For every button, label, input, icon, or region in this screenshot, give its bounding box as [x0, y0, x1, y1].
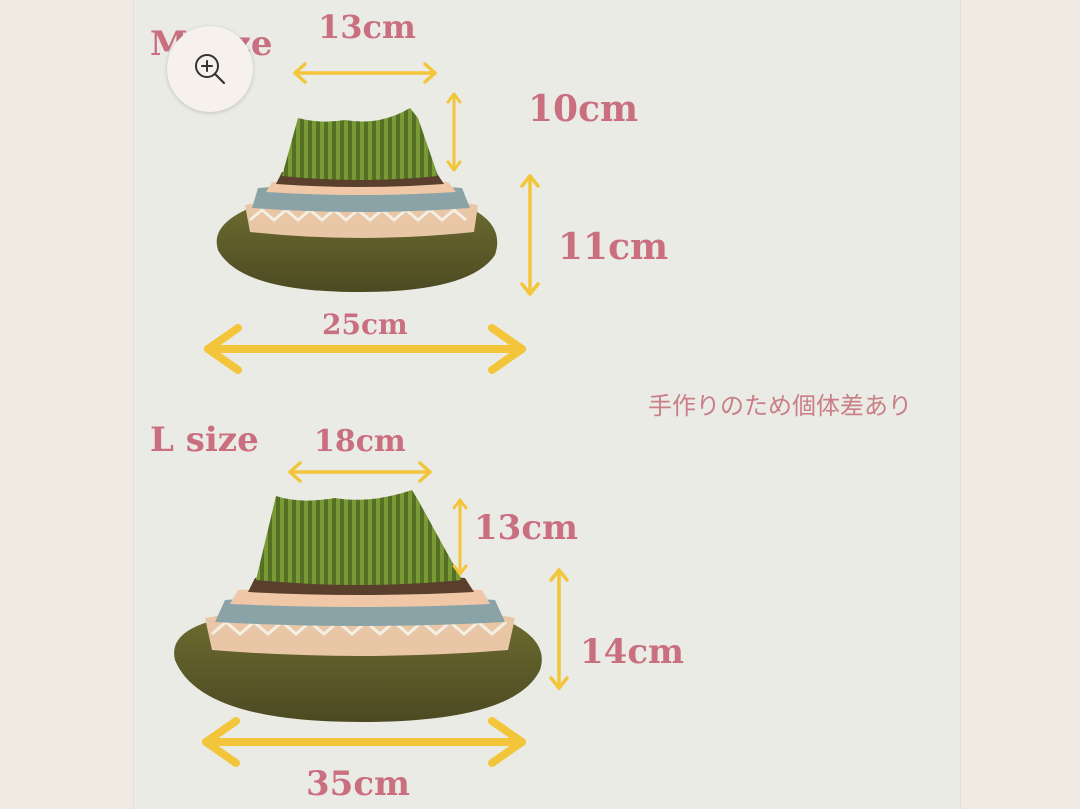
l-hem-width-label: 35cm — [306, 764, 410, 804]
m-neck-width-label: 13cm — [318, 8, 416, 46]
l-neck-width-arrow — [288, 461, 432, 483]
l-neck-height-label: 13cm — [474, 508, 578, 548]
m-neck-height-arrow — [446, 92, 462, 172]
zoom-button[interactable] — [167, 26, 253, 112]
handmade-variation-note: 手作りのため個体差あり — [648, 392, 912, 420]
m-neck-width-arrow — [293, 62, 437, 84]
l-flare-height-arrow — [549, 568, 569, 690]
l-neck-height-arrow — [452, 498, 468, 576]
m-hem-width-label: 25cm — [322, 308, 408, 341]
l-neck-width-label: 18cm — [314, 424, 406, 459]
l-size-title: L size — [150, 420, 259, 460]
m-flare-height-label: 11cm — [558, 226, 669, 268]
m-size-collar-image — [216, 108, 498, 292]
zoom-in-icon — [195, 54, 226, 85]
m-hem-width-arrow — [204, 324, 526, 374]
l-hem-width-arrow — [202, 717, 526, 767]
l-size-collar-image — [174, 490, 542, 722]
m-neck-height-label: 10cm — [528, 88, 639, 130]
l-flare-height-label: 14cm — [580, 632, 684, 672]
m-flare-height-arrow — [520, 174, 540, 296]
